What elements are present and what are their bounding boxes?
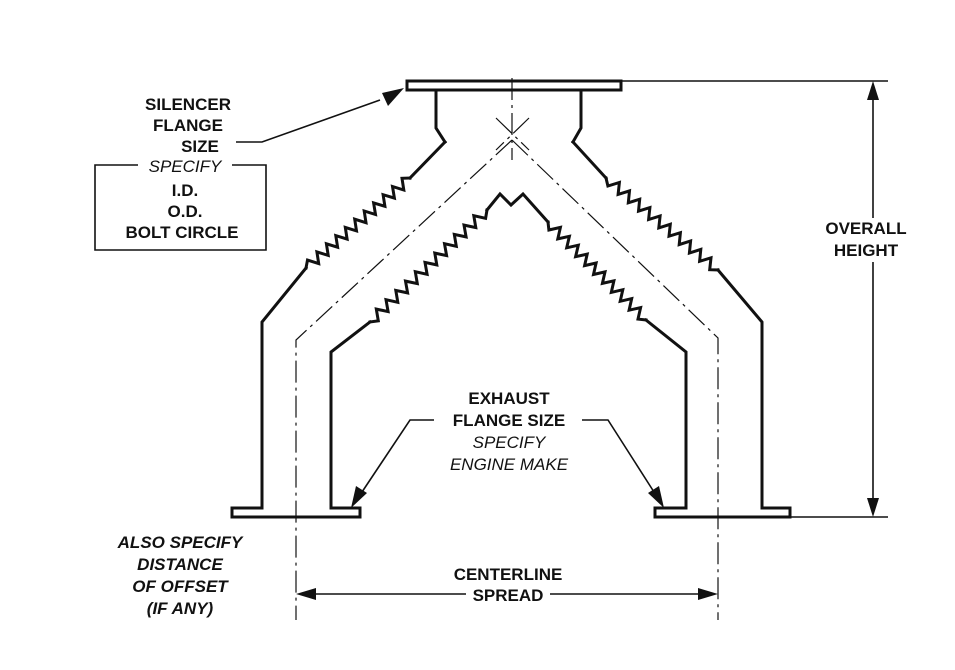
overall-height-label: OVERALL HEIGHT <box>825 219 906 260</box>
silencer-flange-line3: SIZE <box>181 137 219 156</box>
arrowhead-exhaust-left <box>351 486 367 508</box>
centerline-spread-dimension <box>296 588 718 600</box>
exhaust-flange-leaders <box>351 419 664 508</box>
overall-height-line2: HEIGHT <box>834 241 899 260</box>
specify-box <box>94 164 267 251</box>
silencer-flange <box>405 79 623 92</box>
arrowhead-exhaust-right <box>648 486 664 508</box>
arrowhead-left <box>296 588 316 600</box>
arrowhead-silencer <box>382 88 404 106</box>
arrowhead-up <box>867 81 879 100</box>
left-outer-wall <box>260 88 448 510</box>
silencer-flange-leader <box>236 88 404 143</box>
centerline-spread-label: CENTERLINE SPREAD <box>454 565 563 605</box>
centerline-line1: CENTERLINE <box>454 565 563 584</box>
inner-walls <box>329 191 688 510</box>
offset-line1: ALSO SPECIFY <box>117 533 244 552</box>
right-exhaust-flange <box>653 506 792 519</box>
centerline-line2: SPREAD <box>473 586 544 605</box>
bolt-circle-text: BOLT CIRCLE <box>125 223 238 242</box>
offset-line4: (IF ANY) <box>147 599 214 618</box>
silencer-flange-label: SILENCER FLANGE SIZE <box>145 95 231 156</box>
arrowhead-right <box>698 588 718 600</box>
arrowhead-down <box>867 498 879 517</box>
exhaust-specify: SPECIFY <box>473 433 547 452</box>
exhaust-line1: EXHAUST <box>468 389 550 408</box>
silencer-flange-line2: FLANGE <box>153 116 223 135</box>
od-text: O.D. <box>168 202 203 221</box>
exhaust-line2: FLANGE SIZE <box>453 411 565 430</box>
right-outer-wall <box>570 88 764 510</box>
exhaust-flange-label: EXHAUST FLANGE SIZE SPECIFY ENGINE MAKE <box>450 389 569 474</box>
offset-line3: OF OFFSET <box>132 577 229 596</box>
offset-line2: DISTANCE <box>137 555 223 574</box>
offset-label: ALSO SPECIFY DISTANCE OF OFFSET (IF ANY) <box>117 533 244 618</box>
specify-text: SPECIFY <box>149 157 223 176</box>
overall-height-line1: OVERALL <box>825 219 906 238</box>
silencer-flange-line1: SILENCER <box>145 95 231 114</box>
centerlines <box>295 78 719 620</box>
engine-make: ENGINE MAKE <box>450 455 569 474</box>
id-text: I.D. <box>172 181 198 200</box>
specify-label: SPECIFY I.D. O.D. BOLT CIRCLE <box>125 157 238 242</box>
overall-height-dimension <box>621 80 888 518</box>
